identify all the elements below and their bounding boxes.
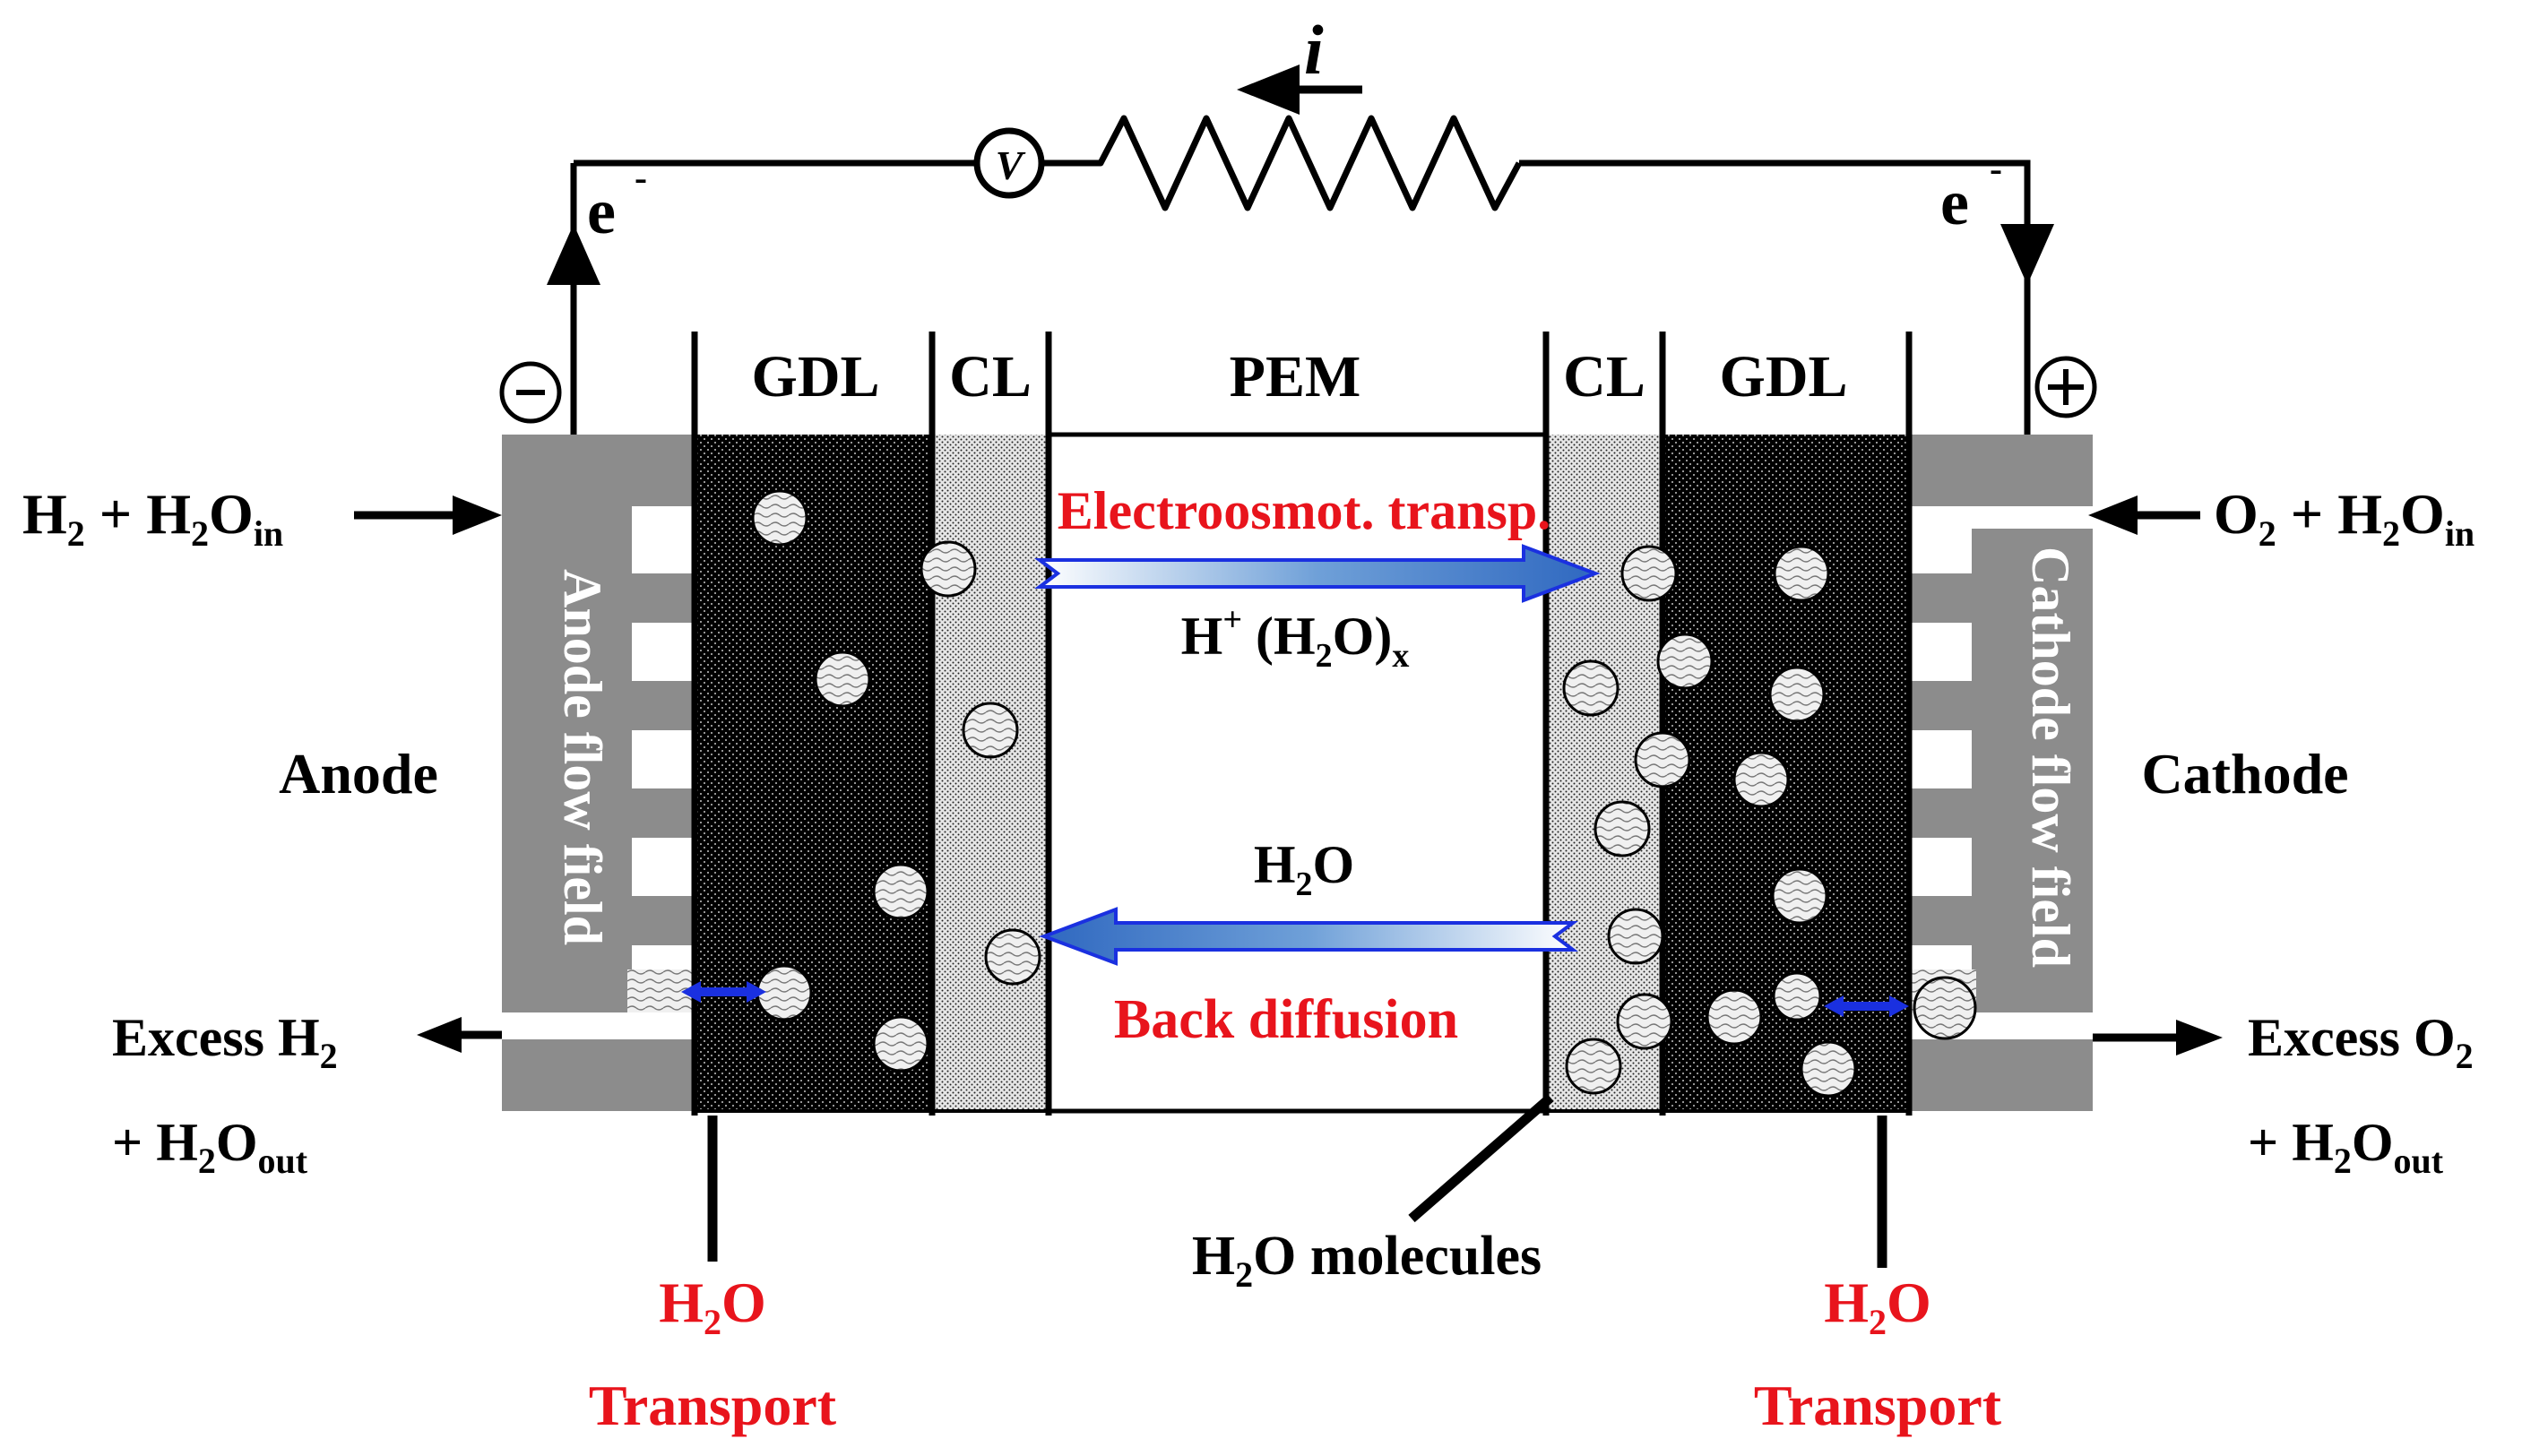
cathode-inlet-arrowhead: [2088, 495, 2138, 535]
electron-left-label: e: [587, 176, 616, 247]
anode-exchange-arrow: [681, 981, 766, 1003]
gdl-left: [695, 435, 932, 1111]
current-arrow-head: [1237, 65, 1300, 115]
anode-label: Anode: [279, 742, 438, 806]
external-circuit: V i e - e -: [499, 11, 2097, 474]
molecules-pointer: [1408, 1093, 1554, 1223]
cl-left: [932, 435, 1049, 1111]
anode-flow-field: Anode flow field: [502, 435, 695, 1111]
water-label: H2O: [1254, 835, 1354, 903]
back-diffusion-arrow: [1039, 907, 1578, 966]
anode-flow-field-label: Anode flow field: [553, 569, 612, 945]
anode-outlet-label-2: + H2Oout: [112, 1113, 308, 1181]
cl-left-label: CL: [949, 344, 1032, 409]
gdl-left-label: GDL: [751, 344, 879, 409]
cathode-outlet-label-2: + H2Oout: [2248, 1113, 2444, 1181]
gdl-right-label: GDL: [1719, 344, 1847, 409]
water-droplets: [751, 489, 1977, 1098]
proton-label: H+ (H2O)x: [1181, 601, 1410, 675]
cathode-inlet-label: O2 + H2Oin: [2214, 482, 2475, 554]
molecules-label: H2O molecules: [1192, 1226, 1542, 1295]
cathode-flow-field-label: Cathode flow field: [2021, 547, 2080, 968]
electron-right-sup: -: [1990, 149, 2002, 190]
electron-arrow-down: [2000, 224, 2054, 285]
cathode-flow-field: Cathode flow field: [1909, 435, 2093, 1111]
transport-left-label: Transport: [589, 1374, 837, 1437]
electroosmotic-label: Electroosmot. transp.: [1058, 481, 1551, 540]
cathode-exchange-arrow: [1824, 995, 1909, 1017]
resistor: [1041, 115, 1523, 211]
electron-left-sup: -: [635, 158, 647, 199]
voltmeter-label: V: [996, 142, 1026, 188]
cathode-outlet-arrowhead: [2176, 1020, 2223, 1055]
cathode-outlet-label: Excess O2: [2248, 1008, 2474, 1076]
electroosmotic-arrow: [1034, 544, 1601, 603]
anode-outlet-arrowhead: [417, 1017, 462, 1053]
anode-outlet-label: Excess H2: [112, 1008, 338, 1076]
electron-right-label: e: [1940, 167, 1969, 238]
anode-inlet-label: H2 + H2Oin: [22, 482, 283, 554]
anode-inlet-arrowhead: [453, 495, 502, 535]
pem: [1046, 432, 1549, 1114]
pem-label: PEM: [1230, 344, 1361, 409]
electron-arrow-up: [547, 224, 600, 285]
cathode-label: Cathode: [2141, 742, 2348, 806]
back-diffusion-label: Back diffusion: [1114, 989, 1458, 1050]
transport-right-label: Transport: [1754, 1374, 2002, 1437]
transport-right-formula: H2O: [1824, 1271, 1931, 1342]
circuit-wire-right: [1519, 159, 2031, 466]
cl-right-label: CL: [1563, 344, 1645, 409]
current-label: i: [1304, 11, 1324, 89]
transport-left-formula: H2O: [659, 1271, 766, 1342]
